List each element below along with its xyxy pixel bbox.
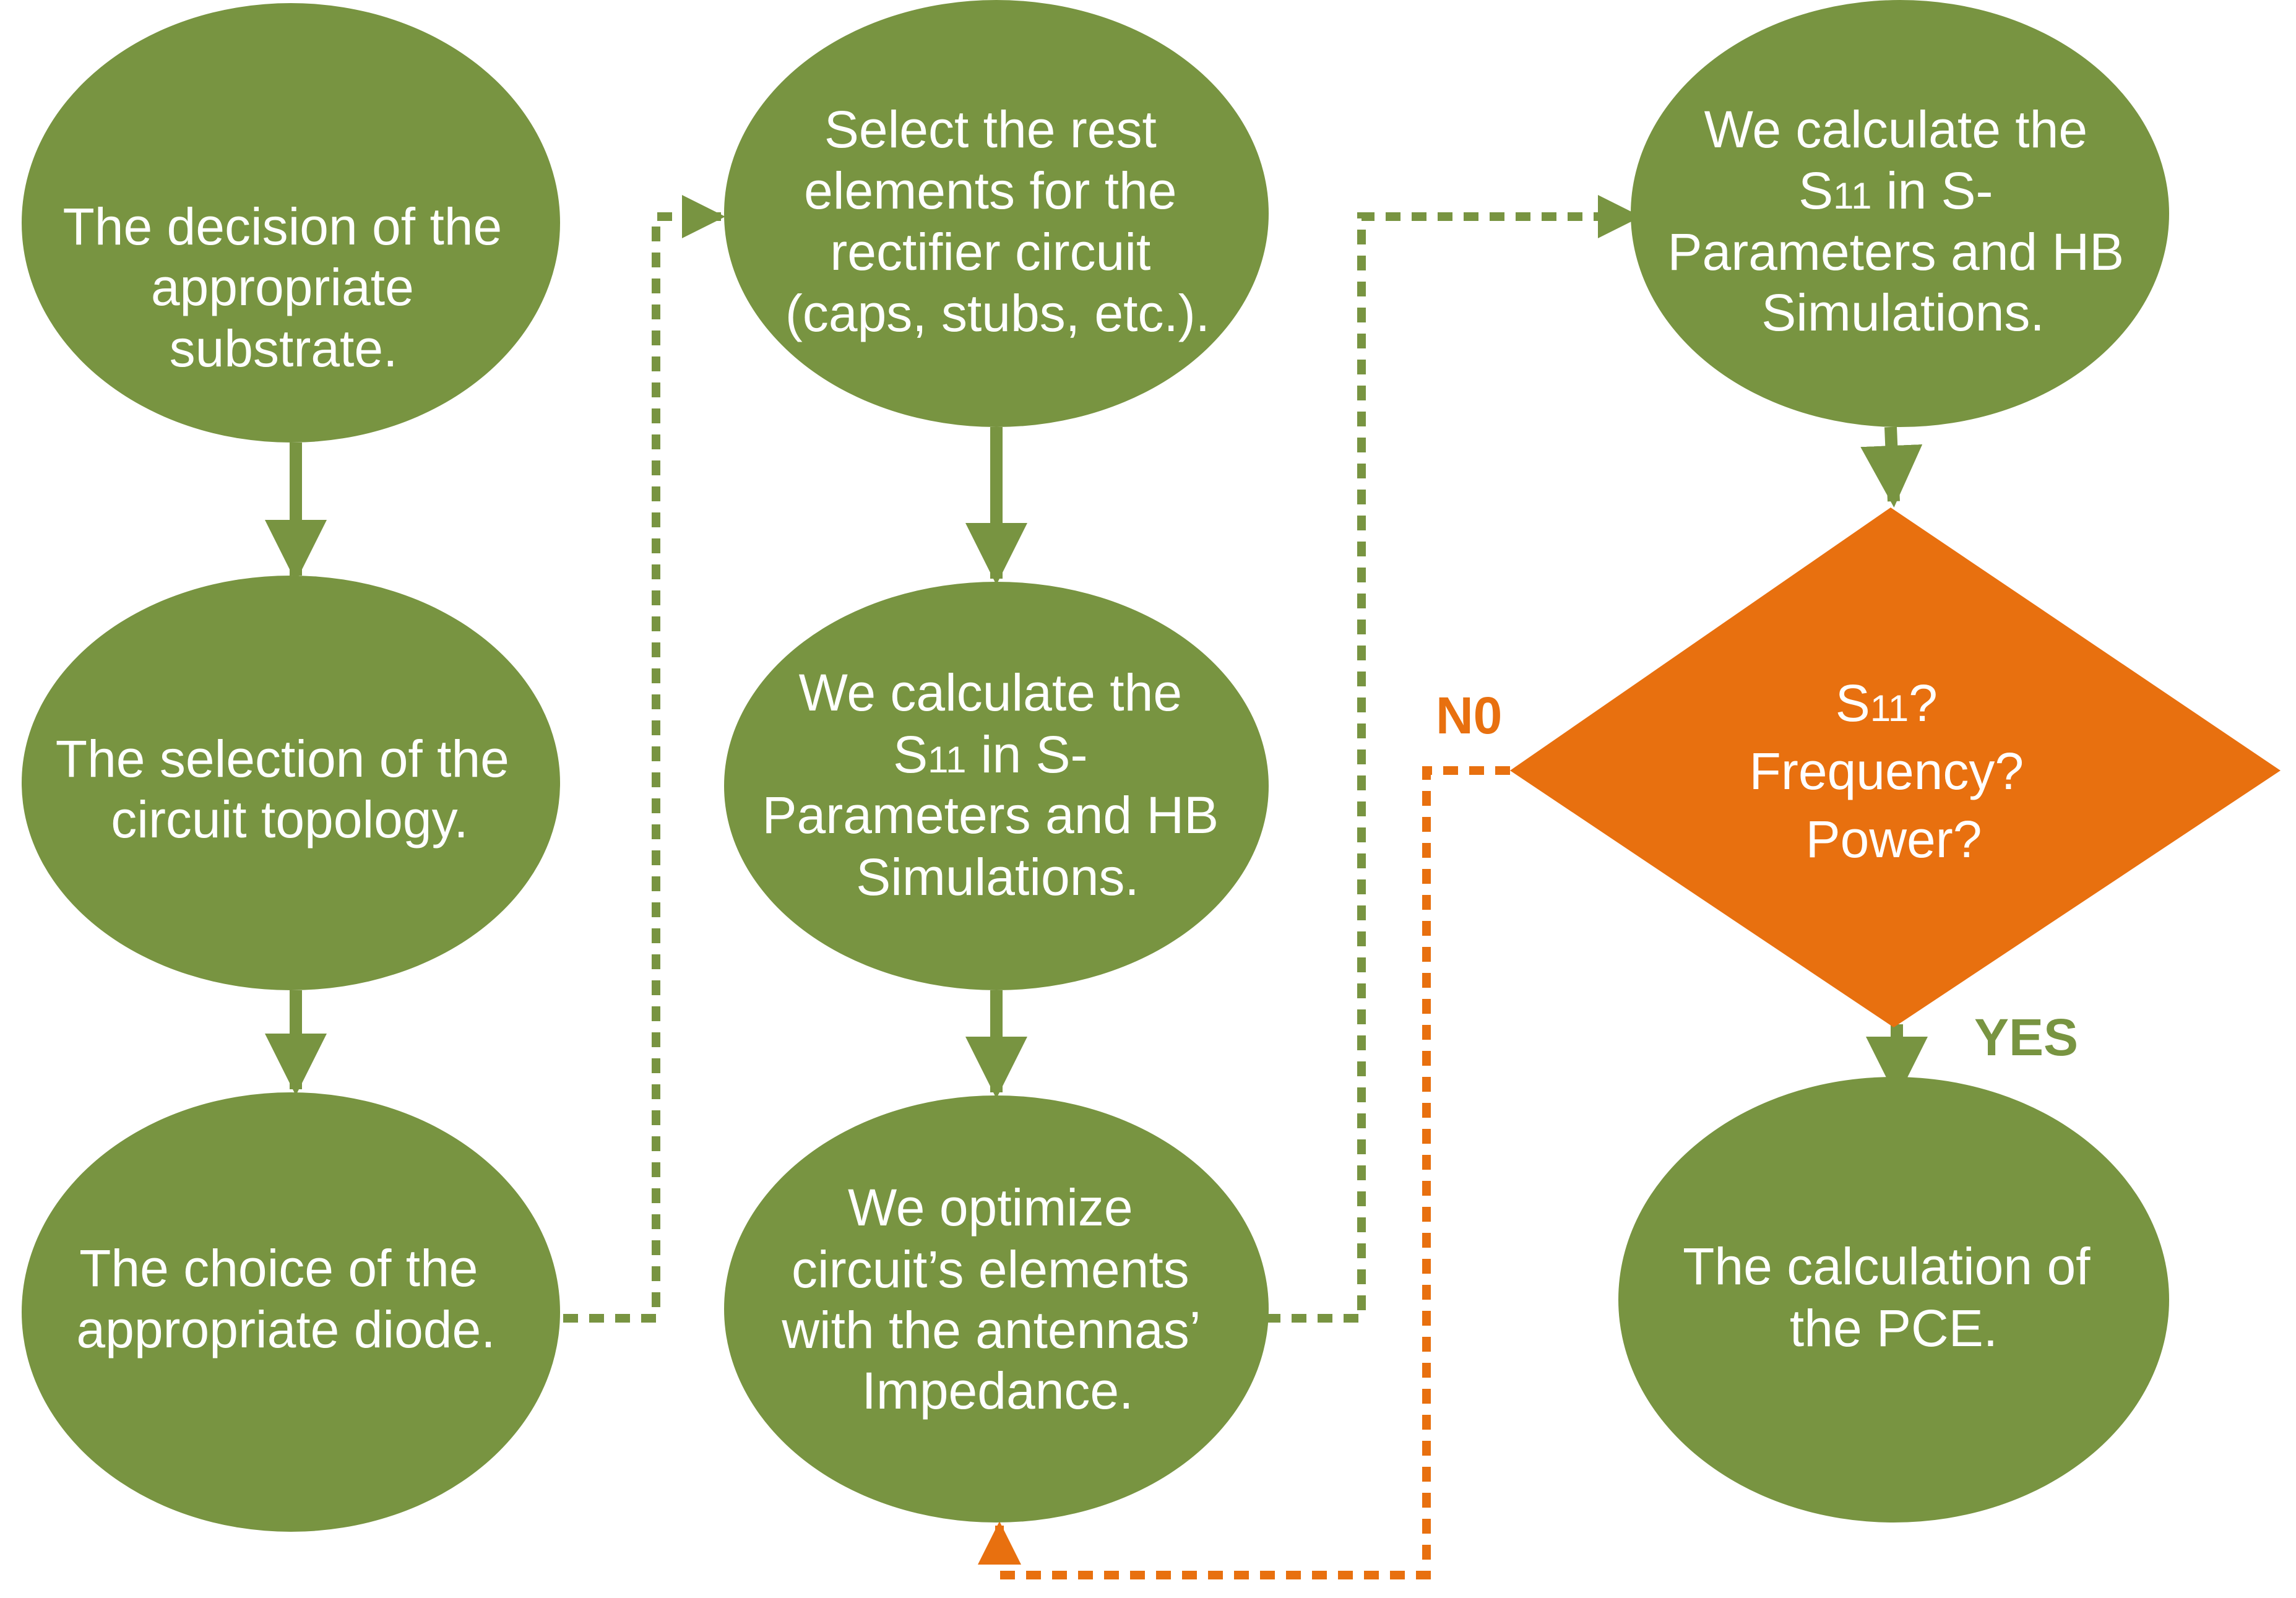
text-line: Simulations. bbox=[1761, 283, 2045, 342]
node-optimize-text: We optimize circuit’s elements with the … bbox=[781, 1178, 1213, 1420]
text-line: substrate. bbox=[170, 319, 398, 378]
text-line: The choice of the bbox=[79, 1239, 478, 1297]
text-line: Impedance. bbox=[862, 1362, 1134, 1420]
text-line: circuit’s elements bbox=[792, 1240, 1189, 1298]
text-line: The selection of the bbox=[56, 730, 509, 788]
text-line: (caps, stubs, etc.). bbox=[785, 284, 1210, 342]
arrow-calc-to-decision bbox=[1860, 426, 1923, 507]
node-topology-text: The selection of the circuit topology. bbox=[56, 730, 524, 849]
text-line: rectifier circuit bbox=[830, 223, 1150, 281]
text-line: S11 in S- bbox=[1798, 162, 1993, 220]
text-line: the PCE. bbox=[1790, 1299, 1998, 1357]
text-part: in S- bbox=[966, 725, 1087, 784]
text-subscript: 11 bbox=[928, 739, 966, 780]
text-part: in S- bbox=[1871, 162, 1993, 220]
text-part: ? bbox=[1909, 674, 1938, 732]
text-line: Frequency? bbox=[1750, 742, 2024, 800]
node-pce bbox=[1618, 1077, 2169, 1522]
text-line: The decision of the bbox=[63, 197, 502, 256]
text-line: We optimize bbox=[848, 1178, 1133, 1237]
node-rest-elements bbox=[724, 0, 1269, 427]
text-part: S bbox=[1836, 674, 1870, 732]
node-decision bbox=[1510, 507, 2281, 1027]
text-line: S11 in S- bbox=[893, 725, 1087, 784]
node-decision-text: S11? Frequency? Power? bbox=[1750, 674, 2039, 868]
text-line: appropriate diode. bbox=[76, 1300, 495, 1358]
node-diode-text: The choice of the appropriate diode. bbox=[76, 1239, 495, 1358]
text-line: Parameters and HB bbox=[1667, 223, 2124, 281]
node-optimize bbox=[724, 1095, 1269, 1522]
text-line: Parameters and HB bbox=[762, 786, 1219, 844]
text-line: elements for the bbox=[804, 162, 1176, 220]
text-part: S bbox=[1798, 162, 1833, 220]
text-line: We calculate the bbox=[799, 663, 1182, 722]
node-substrate-text: The decision of the appropriate substrat… bbox=[63, 197, 516, 378]
node-calc-mid bbox=[724, 582, 1269, 990]
text-subscript: 11 bbox=[1833, 175, 1871, 217]
dotted-arrow-no-loop bbox=[978, 766, 1510, 1579]
text-line: Select the rest bbox=[824, 100, 1157, 158]
node-calc-mid-text: We calculate the S11 in S- Parameters an… bbox=[762, 663, 1233, 906]
node-diode bbox=[22, 1092, 560, 1532]
text-line: We calculate the bbox=[1704, 100, 2087, 158]
node-rest-elements-text: Select the rest elements for the rectifi… bbox=[785, 100, 1210, 342]
text-subscript: 11 bbox=[1870, 688, 1909, 729]
edge-label-no: N0 bbox=[1436, 686, 1502, 745]
node-topology bbox=[22, 576, 560, 990]
text-part: S bbox=[893, 725, 928, 784]
node-pce-text: The calculation of the PCE. bbox=[1683, 1237, 2105, 1357]
text-line: S11? bbox=[1836, 674, 1938, 732]
node-calc-right bbox=[1631, 0, 2169, 427]
text-line: Simulations. bbox=[856, 848, 1139, 906]
text-line: with the antennas’ bbox=[781, 1301, 1199, 1359]
text-line: The calculation of bbox=[1683, 1237, 2091, 1295]
node-calc-right-text: We calculate the S11 in S- Parameters an… bbox=[1667, 100, 2138, 342]
dotted-arrow-diode-to-rest bbox=[563, 195, 725, 1323]
text-line: Power? bbox=[1806, 810, 1982, 868]
edge-label-yes: YES bbox=[1974, 1008, 2078, 1066]
text-line: appropriate bbox=[151, 258, 414, 316]
node-substrate bbox=[22, 3, 560, 443]
dotted-arrow-optimize-to-calc bbox=[1266, 195, 1641, 1323]
text-line: circuit topology. bbox=[111, 790, 468, 849]
